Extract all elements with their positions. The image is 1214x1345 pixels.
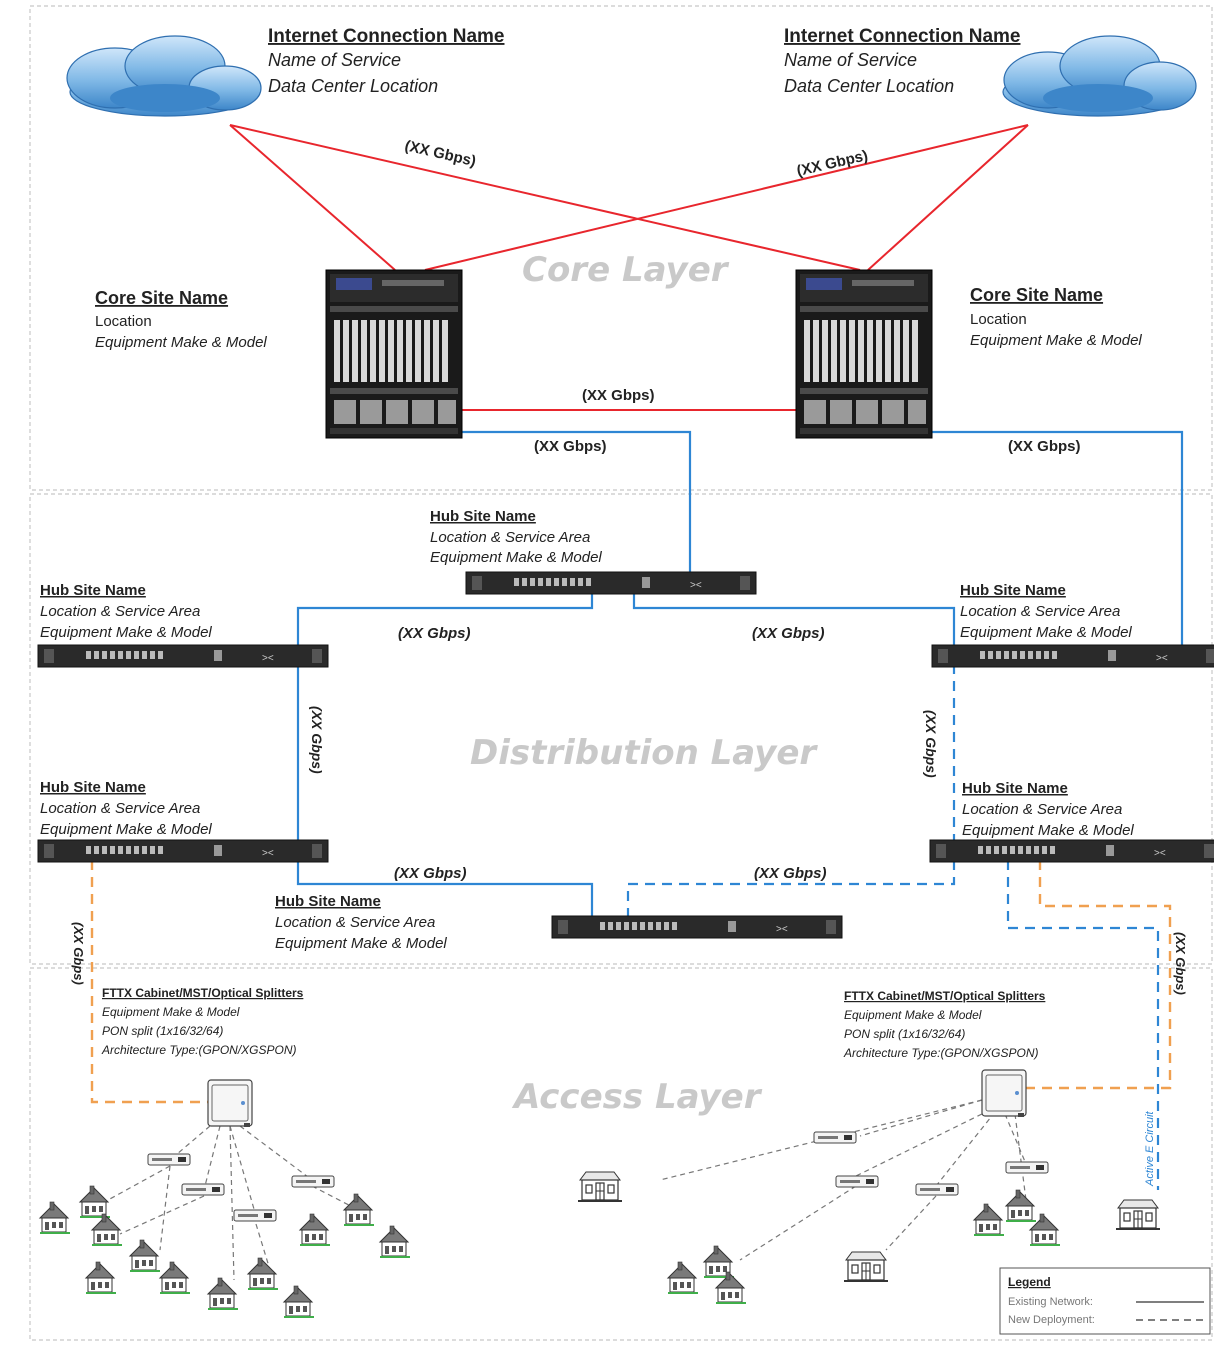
fttx-right-equipment: Equipment Make & Model bbox=[844, 1008, 982, 1022]
link-label-core-to-core: (XX Gbps) bbox=[582, 387, 655, 404]
internet-right-title: Internet Connection Name bbox=[784, 26, 1020, 47]
hub-right-lower-title: Hub Site Name bbox=[962, 780, 1068, 797]
fttx-right-architecture: Architecture Type:(GPON/XGSPON) bbox=[843, 1046, 1039, 1060]
hub-right-upper-location: Location & Service Area bbox=[960, 603, 1120, 620]
hub-right-lower-location: Location & Service Area bbox=[962, 801, 1122, 818]
internet-left-service: Name of Service bbox=[268, 50, 401, 70]
cloud-icon-right bbox=[1002, 35, 1197, 117]
hub-left-upper-equipment: Equipment Make & Model bbox=[40, 624, 212, 641]
internet-left-title: Internet Connection Name bbox=[268, 26, 504, 47]
hub-left-lower-location: Location & Service Area bbox=[40, 800, 200, 817]
fttx-left-equipment: Equipment Make & Model bbox=[102, 1005, 240, 1019]
fttx-left-title: FTTX Cabinet/MST/Optical Splitters bbox=[102, 986, 304, 1000]
hub-top-location: Location & Service Area bbox=[430, 529, 590, 546]
link-label-cross-right: (XX Gbps) bbox=[795, 147, 869, 180]
hub-bottom-equipment: Equipment Make & Model bbox=[275, 935, 447, 952]
internet-left-location: Data Center Location bbox=[268, 76, 438, 96]
link-label-access-left: (XX Gbps) bbox=[71, 922, 86, 985]
ont-icon bbox=[233, 1209, 277, 1222]
ont-icon bbox=[147, 1153, 191, 1166]
legend-existing-label: Existing Network: bbox=[1008, 1296, 1093, 1308]
hub-left-upper-location: Location & Service Area bbox=[40, 603, 200, 620]
legend-new-label: New Deployment: bbox=[1008, 1314, 1095, 1326]
hub-top-equipment: Equipment Make & Model bbox=[430, 549, 602, 566]
internet-right-service: Name of Service bbox=[784, 50, 917, 70]
fttx-right-pon-split: PON split (1x16/32/64) bbox=[844, 1027, 965, 1041]
hub-left-lower-title: Hub Site Name bbox=[40, 779, 146, 796]
core-left-equipment: Equipment Make & Model bbox=[95, 334, 267, 351]
hub-right-upper-equipment: Equipment Make & Model bbox=[960, 624, 1132, 641]
link-label-core-right-down: (XX Gbps) bbox=[1008, 438, 1081, 455]
hub-right-lower-equipment: Equipment Make & Model bbox=[962, 822, 1134, 839]
hub-left-lower-equipment: Equipment Make & Model bbox=[40, 821, 212, 838]
core-links bbox=[229, 124, 1029, 411]
hub-top-title: Hub Site Name bbox=[430, 508, 536, 525]
core-right-title: Core Site Name bbox=[970, 285, 1103, 305]
legend-title: Legend bbox=[1008, 1275, 1051, 1289]
hub-switch-right-upper bbox=[931, 644, 1214, 668]
link-label-ring-left-vertical: (XX Gbps) bbox=[309, 706, 325, 774]
building-icon bbox=[843, 1251, 889, 1283]
core-layer-title: Core Layer bbox=[522, 250, 730, 290]
fttx-left-architecture: Architecture Type:(GPON/XGSPON) bbox=[101, 1043, 297, 1057]
hub-switch-left-upper bbox=[37, 644, 329, 668]
link-label-ring-top-left: (XX Gbps) bbox=[398, 625, 471, 642]
fttx-right-title: FTTX Cabinet/MST/Optical Splitters bbox=[844, 989, 1046, 1003]
core-right-equipment: Equipment Make & Model bbox=[970, 332, 1142, 349]
ont-icon bbox=[291, 1175, 335, 1188]
core-zone bbox=[29, 5, 1213, 491]
link-label-active-circuit: Active E Circuit bbox=[1144, 1110, 1156, 1187]
access-layer-title: Access Layer bbox=[511, 1077, 763, 1117]
core-left-title: Core Site Name bbox=[95, 288, 228, 308]
building-icon bbox=[1115, 1199, 1161, 1231]
link-label-access-right: (XX Gbps) bbox=[1173, 932, 1188, 995]
internet-right-location: Data Center Location bbox=[784, 76, 954, 96]
hub-switch-bottom bbox=[551, 915, 843, 939]
ont-icon bbox=[813, 1131, 857, 1144]
ont-icon bbox=[915, 1183, 959, 1196]
ont-icon bbox=[181, 1183, 225, 1196]
ont-icon bbox=[1005, 1161, 1049, 1174]
distribution-links-existing bbox=[296, 430, 1184, 918]
distribution-links-new bbox=[626, 664, 1160, 1190]
ont-icon bbox=[835, 1175, 879, 1188]
hub-switch-top bbox=[465, 571, 757, 595]
link-label-ring-top-right: (XX Gbps) bbox=[752, 625, 825, 642]
link-label-ring-right-vertical: (XX Gbps) bbox=[923, 710, 939, 778]
access-zone bbox=[29, 967, 1213, 1341]
hub-bottom-location: Location & Service Area bbox=[275, 914, 435, 931]
hub-switch-right-lower bbox=[929, 839, 1214, 863]
hub-bottom-title: Hub Site Name bbox=[275, 893, 381, 910]
core-router-left bbox=[325, 269, 463, 439]
core-left-location: Location bbox=[95, 313, 152, 330]
distribution-zone bbox=[29, 493, 1213, 965]
link-label-ring-bottom-left: (XX Gbps) bbox=[394, 865, 467, 882]
link-label-core-left-down: (XX Gbps) bbox=[534, 438, 607, 455]
legend: Legend Existing Network: New Deployment: bbox=[999, 1267, 1211, 1335]
core-right-location: Location bbox=[970, 311, 1027, 328]
link-label-ring-bottom-right: (XX Gbps) bbox=[754, 865, 827, 882]
cloud-icon-left bbox=[66, 35, 262, 117]
hub-switch-left-lower bbox=[37, 839, 329, 863]
fttx-cabinet-left-icon bbox=[207, 1079, 253, 1128]
hub-right-upper-title: Hub Site Name bbox=[960, 582, 1066, 599]
core-router-right bbox=[795, 269, 933, 439]
fttx-cabinet-right-icon bbox=[981, 1069, 1027, 1118]
fttx-left-pon-split: PON split (1x16/32/64) bbox=[102, 1024, 223, 1038]
house-cluster-left bbox=[39, 1185, 411, 1319]
distribution-layer-title: Distribution Layer bbox=[470, 733, 818, 773]
access-links bbox=[90, 860, 1172, 1104]
link-label-cross-left: (XX Gbps) bbox=[403, 137, 477, 170]
building-icon bbox=[577, 1171, 623, 1203]
hub-left-upper-title: Hub Site Name bbox=[40, 582, 146, 599]
